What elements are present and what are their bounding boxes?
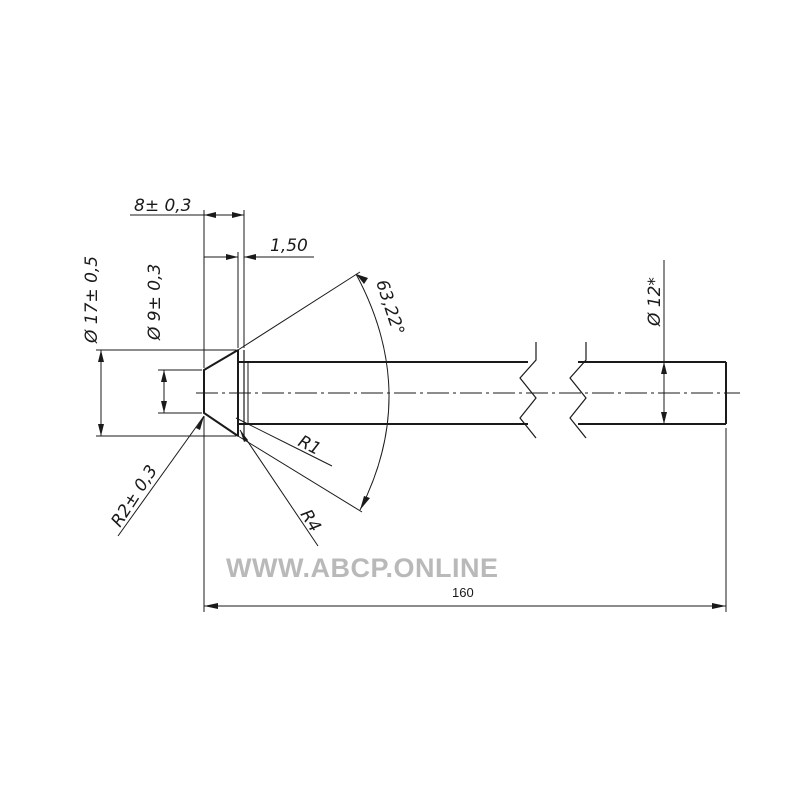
bevel-width-label: 1,50 — [270, 236, 308, 256]
inner-diameter-label: Ø 9± 0,3 — [145, 264, 165, 341]
watermark-text: WWW.ABCP.ONLINE — [226, 553, 499, 583]
dimension-total-length: 160 — [204, 585, 726, 609]
total-length-label: 160 — [452, 585, 474, 600]
dimension-inner-diameter: Ø 9± 0,3 — [145, 264, 167, 413]
radius-r1-label: R1 — [295, 432, 324, 460]
dimension-bevel-width: 1,50 — [204, 236, 314, 260]
head-diameter-label: Ø 17± 0,5 — [82, 256, 102, 344]
head-thickness-label: 8± 0,3 — [134, 196, 192, 216]
dimension-head-diameter: Ø 17± 0,5 — [82, 256, 104, 436]
radius-r2-label: R2± 0,3 — [107, 462, 162, 531]
cone-angle-label: 63,22° — [371, 277, 408, 338]
dimension-head-thickness: 8± 0,3 — [130, 196, 244, 218]
part-outline — [203, 342, 727, 439]
leader-r2: R2± 0,3 — [107, 415, 205, 537]
dimension-cone-angle: 63,22° — [237, 271, 408, 513]
radius-r4-label: R4 — [296, 506, 325, 536]
extension-lines — [96, 210, 727, 612]
dimension-shank-diameter: Ø 12* — [645, 260, 667, 424]
shank-diameter-label: Ø 12* — [645, 277, 665, 327]
leader-r1: R1 — [235, 417, 333, 467]
